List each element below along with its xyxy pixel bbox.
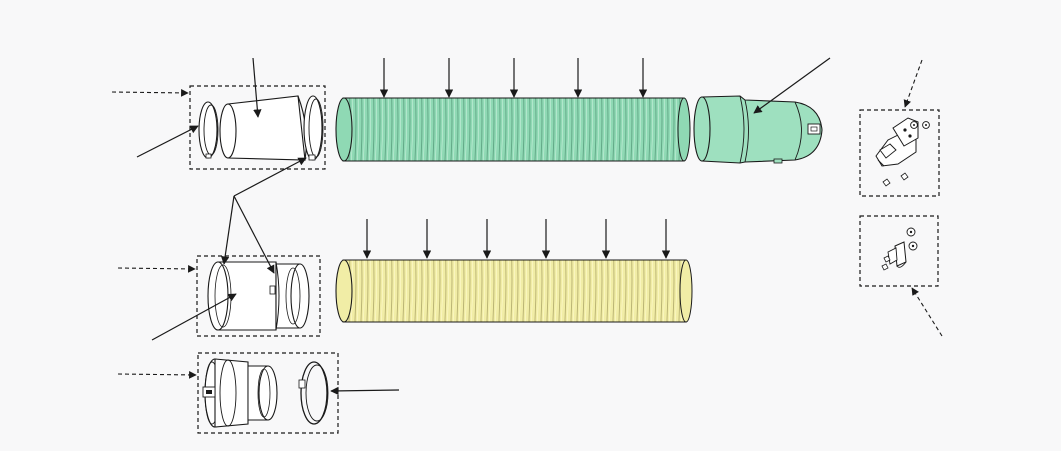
yellow-hose-left-end [335,259,353,323]
green-hose [335,97,691,162]
hook-bracket-box [859,215,939,287]
large-clamp-ring [303,95,324,161]
flange-ring-dashed-frame [197,352,339,434]
hook-bracket-dashed-frame [859,215,939,287]
tapered-adapter [219,95,307,161]
green-hose-left-end [335,97,353,162]
tapered-adapter-leader [252,57,262,118]
coupling-sleeve-box [196,255,321,337]
solid-leaders [136,57,831,396]
nozzle-latch [807,123,821,135]
ring-clamp-leader [330,386,400,396]
yellow-hose-right-end [679,259,693,323]
adapter-kit-leader [111,89,189,97]
flange-adapter [202,358,278,428]
green-nozzle [693,95,823,164]
coupling-body-leader [151,293,237,341]
hook-bracket-leader [911,287,943,337]
screw-icon [882,121,930,187]
dashed-leaders [111,59,943,379]
green-hose-right-end [677,97,691,162]
green-hose-body [342,97,684,162]
ring-to-sleeve-right-leader [233,195,275,274]
hinge-bracket-box [859,109,940,197]
ring-clamp [298,361,329,425]
coupling-sleeve-leader [117,265,196,273]
hinge-bracket-leader [903,59,923,108]
green-hose-arrows [379,58,648,98]
coupling-sleeve-dashed-frame [196,255,321,337]
coupling-sleeve [207,261,310,331]
yellow-hose-arrows [362,219,671,259]
hook-bracket [887,241,907,268]
hinge-bracket-dashed-frame [859,109,940,197]
ring-to-large-clamp-leader [233,157,307,197]
ring-to-sleeve-left-leader [220,195,235,265]
screw-icon [881,227,918,271]
flange-ring-leader [117,371,197,379]
small-clamp-ring [198,101,219,159]
adapter-kit-box [189,85,326,170]
yellow-hose-body [342,259,687,323]
nozzle-leader [753,57,831,114]
yellow-hose [335,259,693,323]
flange-ring-box [197,352,339,434]
small-ring-leader [136,125,199,158]
